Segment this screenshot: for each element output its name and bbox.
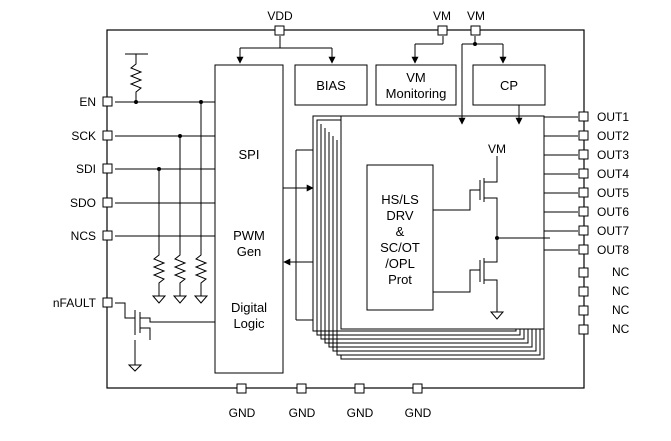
pin-sdo-label: SDO: [70, 196, 96, 210]
drv-label-line2: DRV: [386, 208, 414, 223]
inner-vm-label: VM: [488, 142, 506, 156]
pin-squares: [102, 25, 589, 394]
vm-monitoring-label-line1: VM: [406, 70, 426, 85]
pin-out1-label: OUT1: [597, 110, 629, 124]
drv-label-line3: &: [396, 224, 405, 239]
pin-vm-label: VM: [433, 9, 451, 23]
pin-nfault-label: nFAULT: [53, 296, 97, 310]
pin-nc-label: NC: [612, 265, 630, 279]
pin-sdi-label: SDI: [76, 162, 96, 176]
pin-ncs-label: NCS: [71, 229, 96, 243]
pwm-gen-label-line1: PWM: [233, 228, 265, 243]
pin-vdd-label: VDD: [267, 9, 293, 23]
pin-gnd-label: GND: [405, 406, 432, 420]
drv-label-line6: Prot: [388, 272, 412, 287]
bias-block: [294, 64, 368, 106]
spi-label: SPI: [239, 147, 260, 162]
pin-out3-label: OUT3: [597, 148, 629, 162]
pin-out5-label: OUT5: [597, 186, 629, 200]
pin-en-label: EN: [79, 95, 96, 109]
cp-label: CP: [500, 78, 518, 93]
cp-block: [472, 64, 546, 106]
junction-dots: [134, 42, 499, 240]
pin-nc-label: NC: [612, 303, 630, 317]
pin-sck-label: SCK: [71, 129, 96, 143]
vm-monitoring-label-line2: Monitoring: [386, 86, 447, 101]
pin-out4-label: OUT4: [597, 167, 629, 181]
pin-nc-label: NC: [612, 322, 630, 336]
pin-gnd-label: GND: [347, 406, 374, 420]
drv-label-line1: HS/LS: [381, 192, 419, 207]
pin-nc-label: NC: [612, 284, 630, 298]
pwm-gen-label-line2: Gen: [237, 244, 262, 259]
hs-ls-driver-block: [366, 164, 434, 311]
pin-gnd-label: GND: [289, 406, 316, 420]
digital-logic-label-line1: Digital: [231, 300, 267, 315]
wiring: [115, 36, 578, 372]
drv-label-line5: /OPL: [385, 256, 415, 271]
pin-vm-label: VM: [467, 9, 485, 23]
pin-out7-label: OUT7: [597, 224, 629, 238]
bias-label: BIAS: [316, 78, 346, 93]
pin-out8-label: OUT8: [597, 243, 629, 257]
pin-gnd-label: GND: [229, 406, 256, 420]
pin-out6-label: OUT6: [597, 205, 629, 219]
stack-edges: [312, 116, 544, 360]
digital-logic-label-line2: Logic: [233, 316, 265, 331]
digital-core-block: [214, 64, 284, 374]
drv-label-line4: SC/OT: [380, 240, 420, 255]
pin-out2-label: OUT2: [597, 129, 629, 143]
